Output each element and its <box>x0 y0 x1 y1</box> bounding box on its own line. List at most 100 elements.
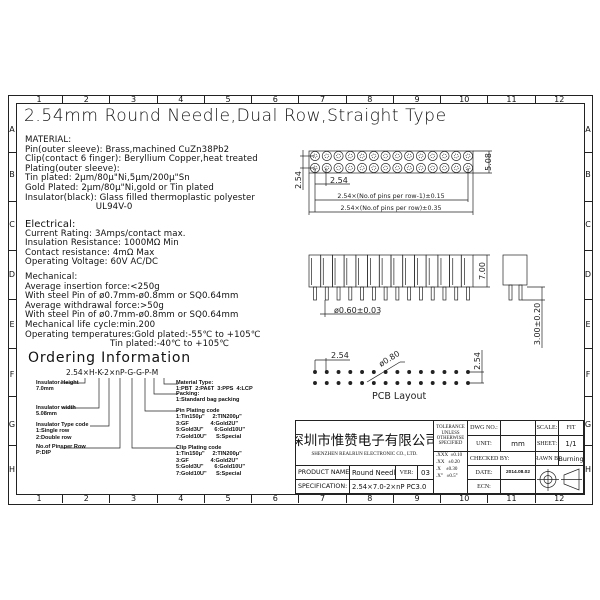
pcb-hole <box>324 370 329 374</box>
pcb-hole <box>430 370 435 374</box>
top-view-contact <box>404 163 415 173</box>
top-view-contact <box>333 163 344 173</box>
sheet-value: 1/1 <box>558 435 584 452</box>
ver-value: 03 <box>417 465 434 480</box>
top-view-contact-inner <box>312 153 318 159</box>
side-view-pin <box>348 286 353 301</box>
tolerance-value: .XXX ±0.10 <box>436 453 463 458</box>
side-view-body <box>378 254 392 288</box>
electrical-line: Contact resistance: 4mΩ Max <box>25 247 155 258</box>
third-angle-projection-icon <box>537 468 582 491</box>
ordering-left-label-line: Insulator Type code <box>36 422 89 428</box>
side-view-pin <box>383 286 388 301</box>
side-view-pin <box>466 286 470 301</box>
dim-side-height: 7.00 <box>478 262 487 280</box>
ruler-column-label: 3 <box>111 95 158 104</box>
dim-top-row-pitch: 2.54 <box>294 171 303 189</box>
top-view-contact-inner <box>442 153 447 159</box>
material-line: Gold Plated: 2μm/80μ"Ni,gold or Tin plat… <box>25 182 214 193</box>
side-view-body <box>355 254 368 288</box>
ruler-column-label: 2 <box>63 95 111 104</box>
side-view-pin <box>324 286 329 301</box>
ruler-column-label: 4 <box>158 95 205 104</box>
side-view-body <box>343 254 357 288</box>
top-view-contact-inner <box>347 165 353 171</box>
ruler-row-label: D <box>8 270 16 279</box>
top-view-contact <box>333 151 344 161</box>
side-view-body <box>367 254 380 288</box>
ruler-row-label: A <box>585 125 591 134</box>
dim-top-height: 5.08 <box>484 153 493 171</box>
top-view-contact <box>415 163 426 173</box>
top-view-contact-inner <box>453 153 459 159</box>
ordering-right-label-line: Clip Plating code <box>176 445 222 451</box>
top-view-contact <box>321 163 332 173</box>
tolerance-value: .X ±0.30 <box>436 467 458 472</box>
projection-symbol <box>535 465 584 494</box>
ordering-left-label-line: 5.08mm <box>36 411 57 418</box>
top-view-contact <box>345 163 356 173</box>
ordering-heading: Ordering Information <box>28 350 191 366</box>
material-heading: MATERIAL: <box>25 135 72 145</box>
top-view-contact-inner <box>371 165 377 171</box>
pcb-hole <box>418 381 423 385</box>
top-view-contact <box>427 163 438 173</box>
ordering-left-label-line: 7.0mm <box>36 386 54 393</box>
top-view-contact-inner <box>371 153 377 159</box>
dim-top-pitch: 2.54 <box>330 176 348 185</box>
top-view-contact-inner <box>383 153 388 159</box>
ordering-right-label-line: Material Type: <box>176 380 214 386</box>
side-view-body <box>414 254 427 288</box>
ruler-column-label: 12 <box>554 95 565 104</box>
top-view-contact <box>427 151 438 161</box>
pcb-hole <box>383 381 388 385</box>
company-name-en: SHENZHEN REALRUN ELECTRONIC CO., LTD. <box>311 452 418 457</box>
ruler-row-label: E <box>585 320 591 329</box>
ruler-tick <box>8 396 16 398</box>
ruler-column-label: 9 <box>394 494 441 503</box>
ruler-column-label: 1 <box>16 494 63 503</box>
side-view-body <box>332 254 345 288</box>
side-view-body <box>320 254 333 288</box>
tolerance-label-line: SPECIFIED <box>438 441 463 447</box>
top-view-contact-inner <box>430 165 436 171</box>
ruler-column-label: 7 <box>300 95 347 104</box>
electrical-lines: Current Rating: 3Amps/contact max.Insula… <box>25 229 186 268</box>
ruler-row-label: C <box>585 220 591 229</box>
dim-pins: 2.54×(No.of pins per row)±0.35 <box>341 205 442 212</box>
ruler-tick <box>8 347 16 349</box>
checked-by-label: CHECKED BY: <box>467 451 536 466</box>
ruler-tick <box>8 200 16 202</box>
tolerance-label-line: OTHERWISE <box>436 436 465 441</box>
ruler-column-label: 6 <box>252 95 300 104</box>
top-view-contact <box>392 163 403 173</box>
top-view-contact <box>463 151 473 161</box>
dwg-no-label: DWG NO.: <box>467 420 501 436</box>
ordering-left-label-line: Insulator width <box>36 405 76 411</box>
top-view-contact-inner <box>359 165 365 171</box>
ruler-column-label: 3 <box>111 494 158 503</box>
ordering-right-label-line: 3:GF 4:Gold2U" <box>176 420 239 427</box>
scale-label: SCALE: <box>535 420 559 436</box>
top-view-contact-inner <box>359 153 365 159</box>
top-view-contact-inner <box>418 153 424 159</box>
electrical-line: Operating Voltage: 60V AC/DC <box>25 257 159 268</box>
ordering-right-label: Packing:1:Standard bag packing <box>176 391 239 404</box>
ruler-column-label: 11 <box>489 494 536 503</box>
side-view-pin <box>360 286 364 301</box>
mechanical-line: With steel Pin of ø0.7mm-ø0.8mm or SQ0.6… <box>25 291 239 302</box>
ruler-row-label: F <box>9 370 15 379</box>
ruler-column-label: 11 <box>489 95 536 104</box>
material-line: Pin(outer sleeve): Brass,machined CuZn38… <box>25 144 230 155</box>
material-section: MATERIAL: Pin(outer sleeve): Brass,machi… <box>25 135 258 213</box>
pcb-hole <box>336 381 341 385</box>
page-title: 2.54mm Round Needle,Dual Row,Straight Ty… <box>24 106 447 126</box>
outer-border <box>8 95 593 505</box>
ordering-right-label: Material Type:1:PBT 2:PA6T 3:PPS 4:LCP <box>176 380 253 393</box>
dim-pin-length: 3.00±0.20 <box>533 303 542 345</box>
material-line: UL94V-0 <box>25 202 133 213</box>
